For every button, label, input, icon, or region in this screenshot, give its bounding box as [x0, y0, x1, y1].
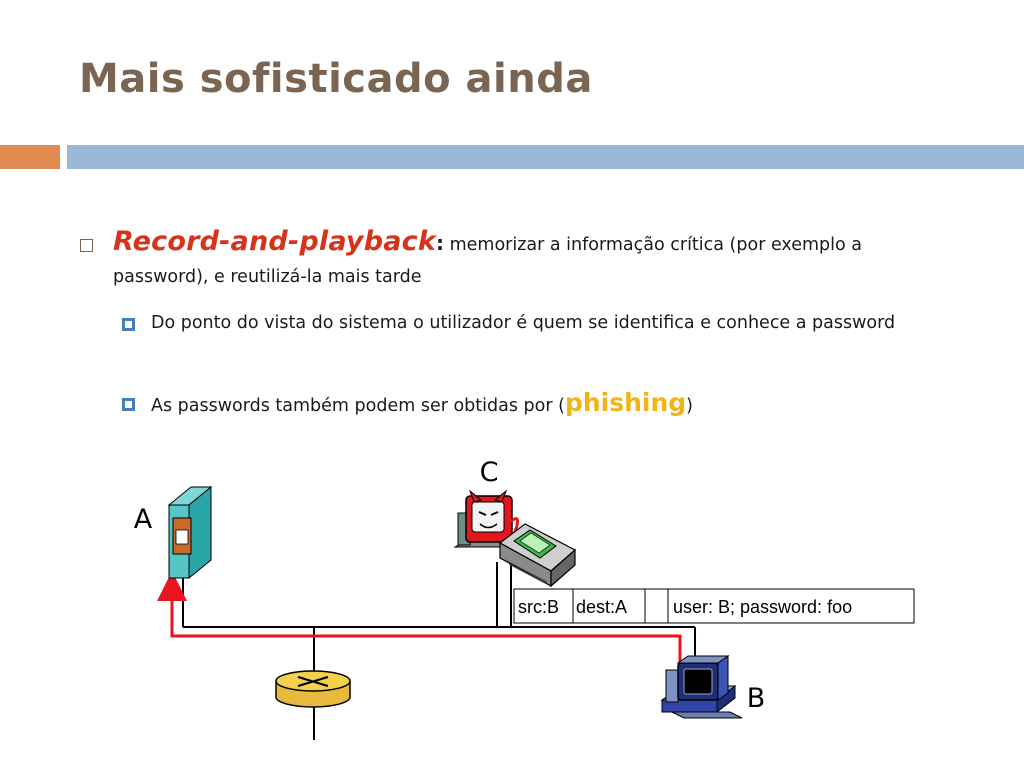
- bullet-description: memorizar a informação crítica (por exem…: [113, 235, 863, 287]
- accent-bar-blue: [67, 145, 1024, 169]
- phishing-prefix: As passwords também podem ser obtidas po…: [151, 396, 565, 416]
- host-b-icon: [660, 655, 743, 719]
- server-a-icon: [167, 485, 213, 580]
- sub-bullet-phishing: As passwords também podem ser obtidas po…: [122, 388, 922, 421]
- accent-bar-orange: [0, 145, 60, 169]
- bullet-record-playback: Record-and-playback: memorizar a informa…: [80, 226, 960, 293]
- bullet-text: Record-and-playback: memorizar a informa…: [113, 226, 960, 293]
- hollow-square-bullet-icon: [80, 239, 93, 252]
- red-path: [157, 571, 682, 665]
- label-c: C: [480, 457, 499, 488]
- router-icon: [275, 670, 351, 708]
- sub-bullet-text: Do ponto do vista do sistema o utilizado…: [151, 313, 896, 333]
- record-playback-term: Record-and-playback: [113, 226, 437, 257]
- phishing-suffix: ): [686, 396, 693, 416]
- sniffer-device-icon: [498, 523, 577, 588]
- packet-dest: dest:A: [576, 597, 627, 617]
- square-bullet-icon: [122, 318, 135, 331]
- slide-title: Mais sofisticado ainda: [79, 56, 593, 102]
- phishing-term: phishing: [564, 388, 687, 417]
- packet-src: src:B: [518, 597, 559, 617]
- packet-payload: user: B; password: foo: [673, 597, 852, 617]
- label-a: A: [134, 504, 153, 535]
- bullet-colon: :: [436, 231, 445, 255]
- square-bullet-icon: [122, 398, 135, 411]
- sub-bullet-text: As passwords também podem ser obtidas po…: [151, 388, 922, 421]
- sub-bullet-system-view: Do ponto do vista do sistema o utilizado…: [122, 308, 922, 338]
- packet-header: src:B dest:A user: B; password: foo: [513, 588, 915, 624]
- label-b: B: [747, 683, 766, 714]
